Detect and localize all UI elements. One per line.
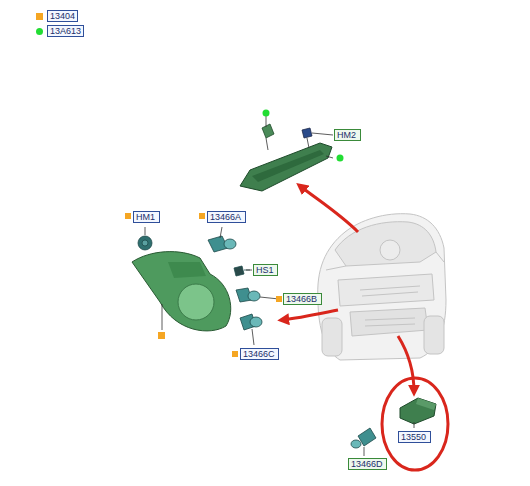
callout-box: HS1 bbox=[253, 264, 278, 276]
legend-swatch bbox=[36, 13, 43, 20]
callout-number: 13466A bbox=[210, 212, 243, 222]
callout-box: HM1 bbox=[133, 211, 160, 223]
callout-number: 13466D bbox=[351, 459, 384, 469]
callout-box: 13466A bbox=[207, 211, 246, 223]
bulbs bbox=[138, 236, 376, 448]
pointer-arrows bbox=[282, 186, 414, 392]
callout-box: 13466D bbox=[348, 458, 387, 470]
upper-lamp bbox=[240, 124, 332, 191]
callout-number: HM1 bbox=[136, 212, 157, 222]
highlight-ellipse bbox=[382, 378, 448, 470]
callout-box: 13466C bbox=[240, 348, 279, 360]
marker-squares bbox=[125, 213, 282, 357]
legend-row: 13A613 bbox=[36, 25, 84, 37]
marker-dot bbox=[263, 110, 270, 117]
callout-number: HM2 bbox=[337, 130, 358, 140]
callout-box: 13466B bbox=[283, 293, 322, 305]
callout-number: HS1 bbox=[256, 265, 275, 275]
callout-box: 13550 bbox=[398, 431, 431, 443]
marker-dot bbox=[337, 155, 344, 162]
vehicle-outline bbox=[318, 214, 446, 360]
headlight bbox=[132, 252, 231, 339]
module bbox=[400, 398, 436, 424]
callout-number: 13466B bbox=[286, 294, 319, 304]
callout-number: 13550 bbox=[401, 432, 428, 442]
leader-lines bbox=[145, 116, 414, 456]
legend-swatch bbox=[36, 28, 43, 35]
callout-number: 13466C bbox=[243, 349, 276, 359]
legend-text: 13A613 bbox=[47, 25, 84, 37]
callout-box: HM2 bbox=[334, 129, 361, 141]
legend-row: 13404 bbox=[36, 10, 78, 22]
legend-text: 13404 bbox=[47, 10, 78, 22]
